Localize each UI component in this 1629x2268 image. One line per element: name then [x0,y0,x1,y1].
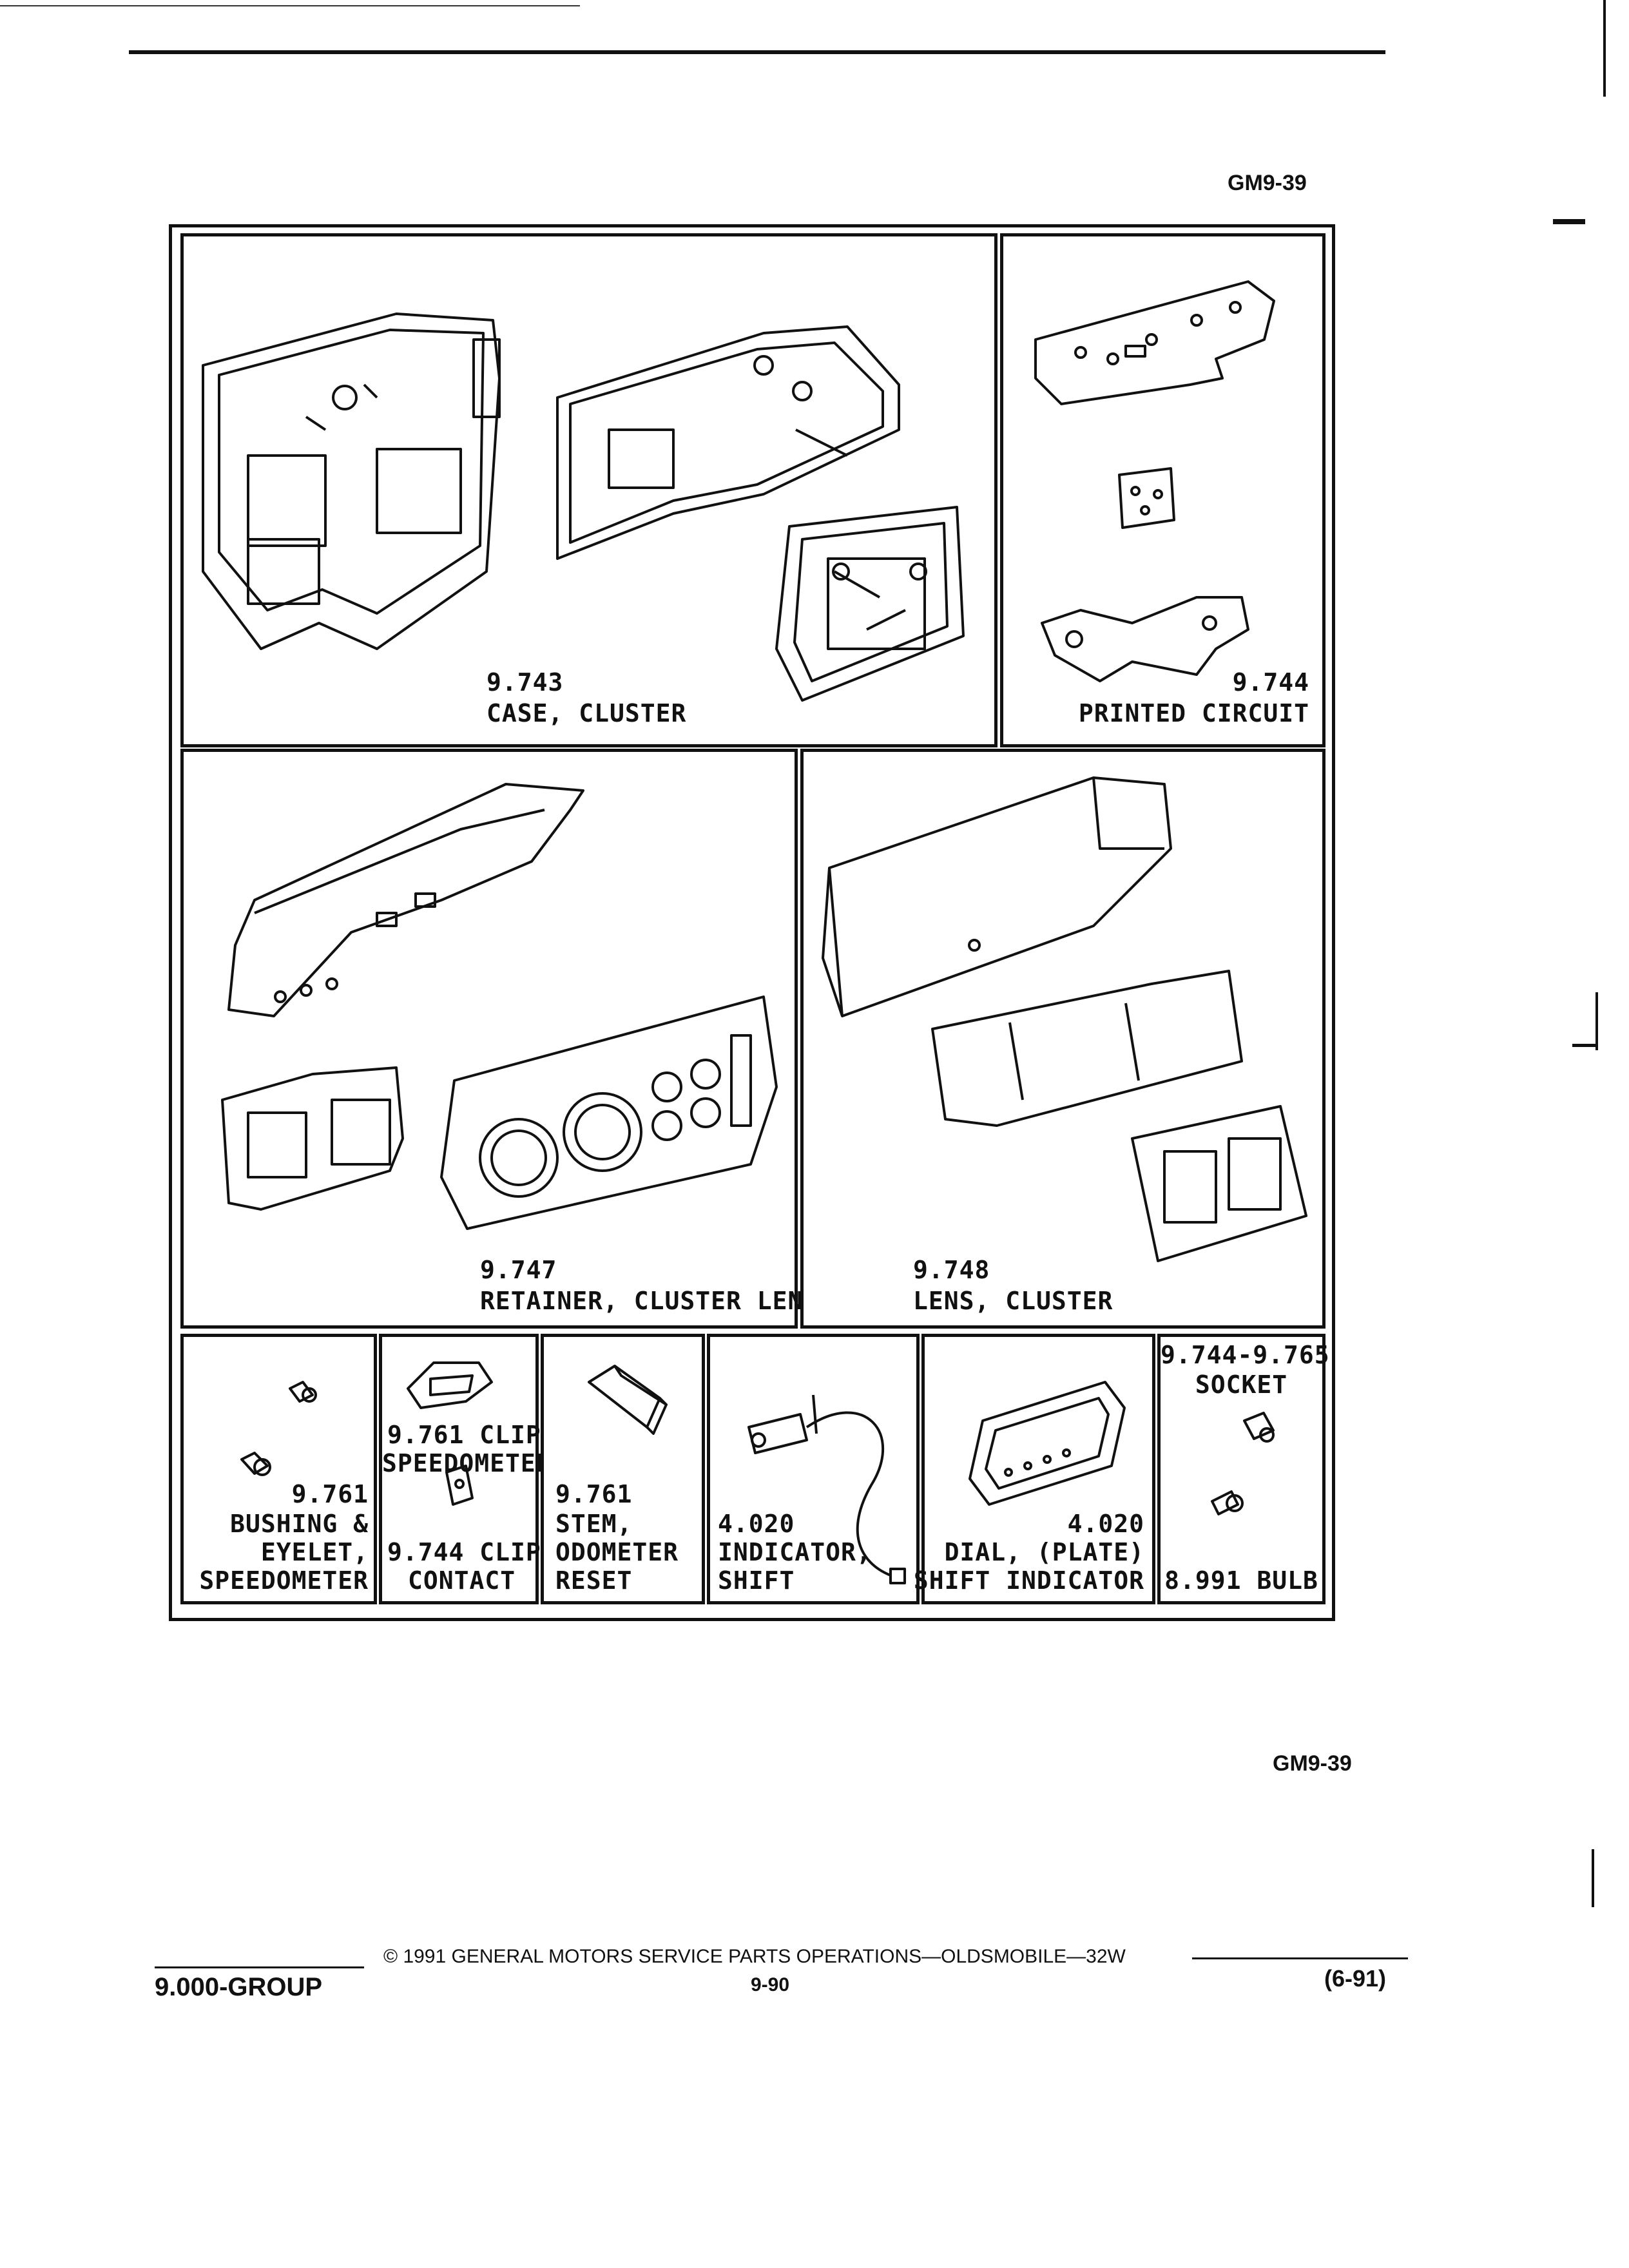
socket-number: 9.744-9.765 [1161,1341,1330,1369]
scan-edge-mark [1592,1849,1594,1907]
scan-edge-mark [1572,1044,1598,1047]
bushing-line3: SPEEDOMETER [199,1566,369,1595]
dial-drawing [969,1381,1126,1506]
stem-number: 9.761 [555,1480,633,1508]
dial-line2: SHIFT INDICATOR [913,1566,1144,1595]
panel-bushing: 9.761 BUSHING & EYELET, SPEEDOMETER [180,1334,377,1604]
figure-code-bottom: GM9-39 [1273,1751,1352,1776]
case-cluster-drawing [202,312,965,702]
stem-line3: RESET [555,1566,633,1595]
socket-name: SOCKET [1195,1370,1288,1399]
clip-contact-line2: CONTACT [408,1566,516,1595]
case-cluster-number: 9.743 [487,668,564,697]
printed-circuit-drawing [1034,280,1275,682]
lens-cluster-number: 9.748 [913,1256,990,1284]
panel-socket: 9.744-9.765 SOCKET 8.991 BULB [1157,1334,1330,1604]
clip-contact-line1: 9.744 CLIP, [387,1538,557,1566]
panel-lens-cluster: 9.748 LENS, CLUSTER [800,749,1325,1329]
bushing-number: 9.761 [291,1480,369,1508]
case-cluster-name: CASE, CLUSTER [487,699,687,727]
figure-code-top: GM9-39 [1228,171,1307,195]
panel-printed-circuit: 9.744 PRINTED CIRCUIT [1000,233,1325,747]
header-rule [129,50,1385,54]
panel-case-cluster: 9.743 CASE, CLUSTER [180,233,998,747]
scan-edge-mark [1553,219,1585,224]
socket-drawing [1211,1412,1275,1515]
lens-cluster-drawing [822,776,1307,1262]
printed-circuit-name: PRINTED CIRCUIT [1078,699,1309,727]
retainer-lens-drawing [221,783,778,1230]
footer-rule-left [155,1966,364,1968]
bushing-drawing [240,1381,317,1476]
clip-speedometer-line2: SPEEDOMETER [382,1449,552,1477]
illustration-frame [169,224,1335,1621]
dial-number: 4.020 [1067,1510,1144,1538]
revision-label: (6-91) [1324,1965,1387,1992]
bushing-line2: EYELET, [260,1538,369,1566]
printed-circuit-number: 9.744 [1232,668,1309,697]
indicator-line1: INDICATOR, [718,1538,872,1566]
indicator-drawing [747,1394,906,1584]
panel-dial: 4.020 DIAL, (PLATE) SHIFT INDICATOR [914,1334,1155,1604]
scan-edge-mark [1595,992,1598,1050]
footer-rule-right [1192,1957,1408,1959]
panel-indicator: 4.020 INDICATOR, SHIFT [707,1334,920,1604]
panel-retainer-lens: 9.747 RETAINER, CLUSTER LENS [180,749,818,1329]
lens-cluster-name: LENS, CLUSTER [913,1287,1113,1315]
copyright-line: © 1991 GENERAL MOTORS SERVICE PARTS OPER… [383,1946,1126,1967]
stem-drawing [588,1365,668,1435]
clips-drawing [407,1361,493,1506]
stem-line2: ODOMETER [555,1538,679,1566]
page-number: 9-90 [751,1974,790,1995]
bulb-label: 8.991 BULB [1164,1566,1318,1595]
retainer-lens-name: RETAINER, CLUSTER LENS [480,1287,819,1315]
scan-edge-mark [1603,0,1606,97]
group-label: 9.000-GROUP [155,1973,323,2001]
indicator-number: 4.020 [718,1510,795,1538]
bushing-line1: BUSHING & [230,1510,369,1538]
clip-speedometer-line1: 9.761 CLIP, [387,1421,557,1449]
dial-line1: DIAL, (PLATE) [944,1538,1144,1566]
panel-stem: 9.761 STEM, ODOMETER RESET [541,1334,705,1604]
panel-clips: 9.761 CLIP, SPEEDOMETER 9.744 CLIP, CONT… [379,1334,556,1604]
indicator-line2: SHIFT [718,1566,795,1595]
top-edge-line [0,5,580,6]
retainer-lens-number: 9.747 [480,1256,557,1284]
stem-line1: STEM, [555,1510,633,1538]
